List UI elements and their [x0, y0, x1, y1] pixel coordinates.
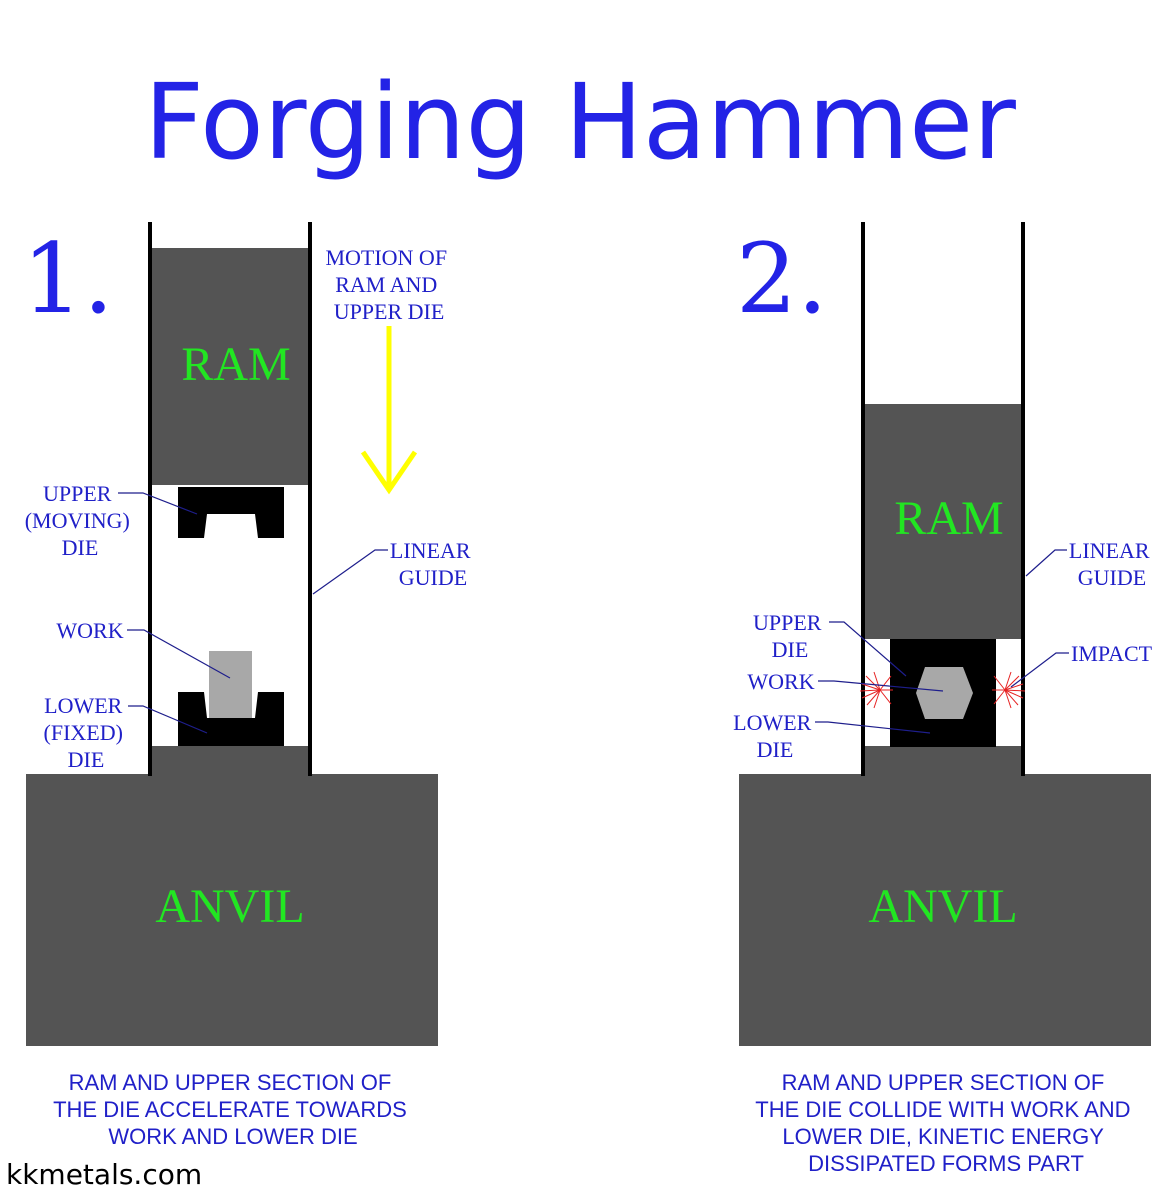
panel-1-upper-die — [178, 487, 284, 538]
panel-2-upper-die-label: UPPER DIE — [753, 610, 827, 662]
panel-2-caption-line-4: DISSIPATED FORMS PART — [808, 1151, 1084, 1176]
panel-2-caption-line-3: LOWER DIE, KINETIC ENERGY — [782, 1124, 1104, 1149]
panel-2-caption-line-2: THE DIE COLLIDE WITH WORK AND — [755, 1097, 1130, 1122]
panel-1: 1. RAM ANVIL MOTION OF RAM AND UPPER DIE — [22, 222, 476, 1149]
panel-1-upper-die-line-3: DIE — [62, 535, 99, 560]
panel-1-anvil-step — [150, 746, 310, 776]
panel-2-upper-die-leader — [829, 621, 907, 677]
panel-2-linear-guide-line-1: LINEAR — [1069, 538, 1150, 563]
panel-1-linear-guide-line-1: LINEAR — [390, 538, 471, 563]
panel-2-anvil — [739, 774, 1151, 1046]
panel-2-linear-guide-line-2: GUIDE — [1078, 565, 1146, 590]
motion-label-line-2: RAM AND — [335, 272, 437, 297]
panel-2-lower-die-line-2: DIE — [757, 737, 794, 762]
panel-1-ram — [150, 248, 310, 485]
panel-2-upper-die-line-1: UPPER — [753, 610, 822, 635]
panel-2-caption: RAM AND UPPER SECTION OF THE DIE COLLIDE… — [755, 1070, 1136, 1176]
panel-1-caption-line-2: THE DIE ACCELERATE TOWARDS — [53, 1097, 407, 1122]
impact-spark-left — [859, 671, 893, 709]
diagram-title: Forging Hammer — [144, 61, 1016, 183]
panel-1-lower-die-leader — [128, 705, 208, 734]
panel-2-anvil-label: ANVIL — [868, 880, 1017, 933]
panel-2-impact-leader — [1010, 652, 1069, 688]
panel-2-upper-die-line-2: DIE — [772, 637, 809, 662]
panel-2-lower-die-line-1: LOWER — [733, 710, 812, 735]
site-watermark: kkmetals.com — [6, 1158, 202, 1191]
panel-2-work — [916, 667, 973, 719]
panel-2-linear-guide-label: LINEAR GUIDE — [1069, 538, 1155, 590]
panel-2-number: 2. — [736, 223, 828, 335]
panel-1-linear-guide-label: LINEAR GUIDE — [390, 538, 476, 590]
panel-2-work-leader — [818, 680, 944, 692]
panel-1-caption-line-3: WORK AND LOWER DIE — [108, 1124, 357, 1149]
panel-1-anvil-label: ANVIL — [155, 880, 304, 933]
motion-label-line-1: MOTION OF — [325, 245, 447, 270]
panel-2-lower-die-label: LOWER DIE — [733, 710, 817, 762]
panel-1-work — [209, 651, 252, 718]
motion-label: MOTION OF RAM AND UPPER DIE — [325, 245, 452, 324]
panel-1-upper-die-line-1: UPPER — [43, 481, 112, 506]
panel-2-lower-die-leader — [815, 721, 931, 734]
panel-1-caption-line-1: RAM AND UPPER SECTION OF — [69, 1070, 392, 1095]
impact-spark-right — [992, 671, 1026, 709]
panel-1-linear-guide-leader — [312, 549, 388, 595]
panel-2: 2. RAM ANVIL — [733, 222, 1155, 1176]
panel-1-number: 1. — [22, 223, 114, 335]
panel-1-lower-die-label: LOWER (FIXED) DIE — [44, 693, 129, 772]
panel-2-anvil-step — [863, 746, 1023, 776]
panel-2-work-label: WORK — [747, 669, 814, 694]
panel-2-ram-label: RAM — [894, 492, 1003, 545]
panel-1-ram-label: RAM — [181, 338, 290, 391]
panel-1-upper-die-line-2: (MOVING) — [25, 508, 130, 533]
panel-1-linear-guide-line-2: GUIDE — [399, 565, 467, 590]
panel-1-upper-die-leader — [118, 492, 198, 515]
panel-1-anvil — [26, 774, 438, 1046]
panel-1-lower-die-line-2: (FIXED) — [44, 720, 123, 745]
panel-1-work-label: WORK — [56, 618, 123, 643]
motion-arrow — [360, 326, 418, 495]
panel-2-caption-line-1: RAM AND UPPER SECTION OF — [782, 1070, 1105, 1095]
panel-1-lower-die-line-3: DIE — [68, 747, 105, 772]
panel-2-ram — [863, 404, 1023, 639]
panel-1-work-leader — [127, 629, 231, 679]
panel-2-linear-guide-leader — [1025, 549, 1067, 577]
panel-1-upper-die-label: UPPER (MOVING) DIE — [25, 481, 136, 560]
panel-1-caption: RAM AND UPPER SECTION OF THE DIE ACCELER… — [53, 1070, 413, 1149]
panel-1-lower-die-line-1: LOWER — [44, 693, 123, 718]
motion-label-line-3: UPPER DIE — [334, 299, 445, 324]
panel-2-impact-label: IMPACT — [1071, 641, 1153, 666]
